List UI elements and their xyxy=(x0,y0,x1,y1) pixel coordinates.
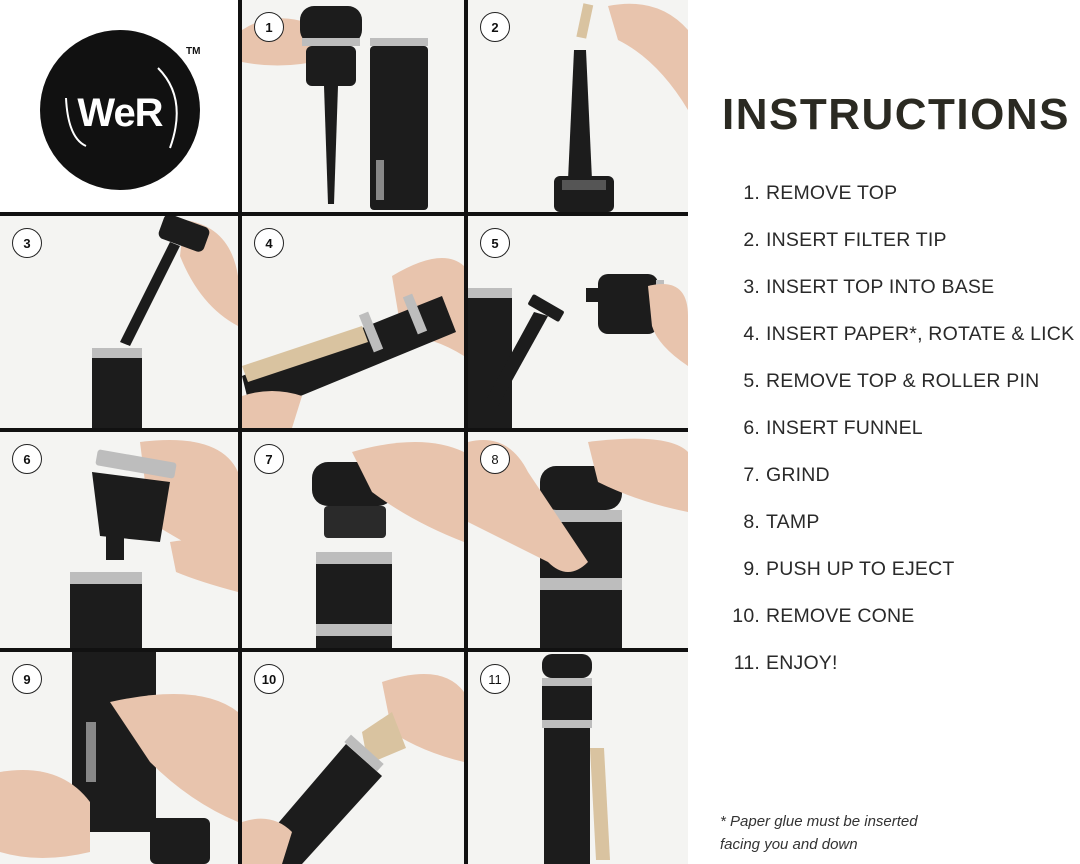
photo-step-6: 6 xyxy=(0,432,238,648)
step-badge-7: 7 xyxy=(254,444,284,474)
photo-step-11: 11 xyxy=(468,652,688,864)
step-number: 2. xyxy=(743,229,760,251)
step-number: 5. xyxy=(743,370,760,392)
step-badge-8: 8 xyxy=(480,444,510,474)
grid-divider xyxy=(0,212,688,216)
photo-step-7: 7 xyxy=(242,432,464,648)
step-badge-10: 10 xyxy=(254,664,284,694)
instruction-step: 3. INSERT TOP INTO BASE xyxy=(718,276,1074,323)
step-number: 10. xyxy=(732,605,760,627)
step-text: INSERT TOP INTO BASE xyxy=(766,276,995,298)
instruction-step: 2. INSERT FILTER TIP xyxy=(718,229,1074,276)
instruction-step: 10. REMOVE CONE xyxy=(718,605,1074,652)
footnote: * Paper glue must be inserted facing you… xyxy=(720,810,1020,856)
step-text: INSERT PAPER*, ROTATE & LICK xyxy=(766,323,1075,345)
step-number: 1. xyxy=(743,182,760,204)
step-text: REMOVE CONE xyxy=(766,605,915,627)
instruction-list: 1. REMOVE TOP 2. INSERT FILTER TIP 3. INSER… xyxy=(718,182,1074,699)
step-text: REMOVE TOP & ROLLER PIN xyxy=(766,370,1040,392)
page-title: INSTRUCTIONS xyxy=(722,90,1070,139)
step-text: INSERT FILTER TIP xyxy=(766,229,947,251)
step-text: GRIND xyxy=(766,464,830,486)
step-badge-6: 6 xyxy=(12,444,42,474)
step-7-illustration xyxy=(312,442,464,648)
photo-step-8: 8 xyxy=(468,432,688,648)
instruction-step: 6. INSERT FUNNEL xyxy=(718,417,1074,464)
instruction-step: 1. REMOVE TOP xyxy=(718,182,1074,229)
wer-logo: WeR xyxy=(40,30,200,190)
step-number: 9. xyxy=(743,558,760,580)
step-6-illustration xyxy=(70,440,238,648)
footnote-line-1: * Paper glue must be inserted xyxy=(720,813,918,830)
trademark-mark: TM xyxy=(186,46,201,57)
step-number: 6. xyxy=(743,417,760,439)
photo-step-1: 1 xyxy=(242,0,464,212)
photo-step-4: 4 xyxy=(242,216,464,428)
photo-step-3: 3 xyxy=(0,216,238,428)
step-badge-2: 2 xyxy=(480,12,510,42)
step-text: PUSH UP TO EJECT xyxy=(766,558,955,580)
instruction-step: 4. INSERT PAPER*, ROTATE & LICK xyxy=(718,323,1074,370)
step-text: ENJOY! xyxy=(766,652,838,674)
logo-text: WeR xyxy=(77,91,163,135)
grid-divider xyxy=(238,0,242,864)
step-badge-4: 4 xyxy=(254,228,284,258)
step-text: INSERT FUNNEL xyxy=(766,417,923,439)
footnote-line-2: facing you and down xyxy=(720,836,858,853)
step-4-illustration xyxy=(242,258,464,428)
grid-divider xyxy=(464,0,468,864)
grid-divider xyxy=(0,648,688,652)
photo-step-2: 2 xyxy=(468,0,688,212)
step-number: 8. xyxy=(743,511,760,533)
step-5-illustration xyxy=(468,274,688,428)
step-10-illustration xyxy=(242,674,464,864)
step-3-illustration xyxy=(92,216,238,428)
step-badge-1: 1 xyxy=(254,12,284,42)
step-number: 4. xyxy=(743,323,760,345)
step-badge-11: 11 xyxy=(480,664,510,694)
step-badge-9: 9 xyxy=(12,664,42,694)
instruction-step: 9. PUSH UP TO EJECT xyxy=(718,558,1074,605)
photo-step-10: 10 xyxy=(242,652,464,864)
step-number: 7. xyxy=(743,464,760,486)
step-2-illustration xyxy=(554,3,688,212)
step-badge-5: 5 xyxy=(480,228,510,258)
instruction-step: 8. TAMP xyxy=(718,511,1074,558)
instruction-step: 5. REMOVE TOP & ROLLER PIN xyxy=(718,370,1074,417)
instruction-step: 7. GRIND xyxy=(718,464,1074,511)
logo-cell: WeR TM xyxy=(0,0,238,212)
instruction-step: 11. ENJOY! xyxy=(718,652,1074,699)
step-badge-3: 3 xyxy=(12,228,42,258)
step-text: TAMP xyxy=(766,511,820,533)
step-text: REMOVE TOP xyxy=(766,182,898,204)
grid-divider xyxy=(0,428,688,432)
step-9-illustration xyxy=(0,652,238,864)
step-11-illustration xyxy=(542,654,610,864)
step-number: 11. xyxy=(733,652,760,674)
photo-step-9: 9 xyxy=(0,652,238,864)
photo-step-5: 5 xyxy=(468,216,688,428)
step-number: 3. xyxy=(743,276,760,298)
